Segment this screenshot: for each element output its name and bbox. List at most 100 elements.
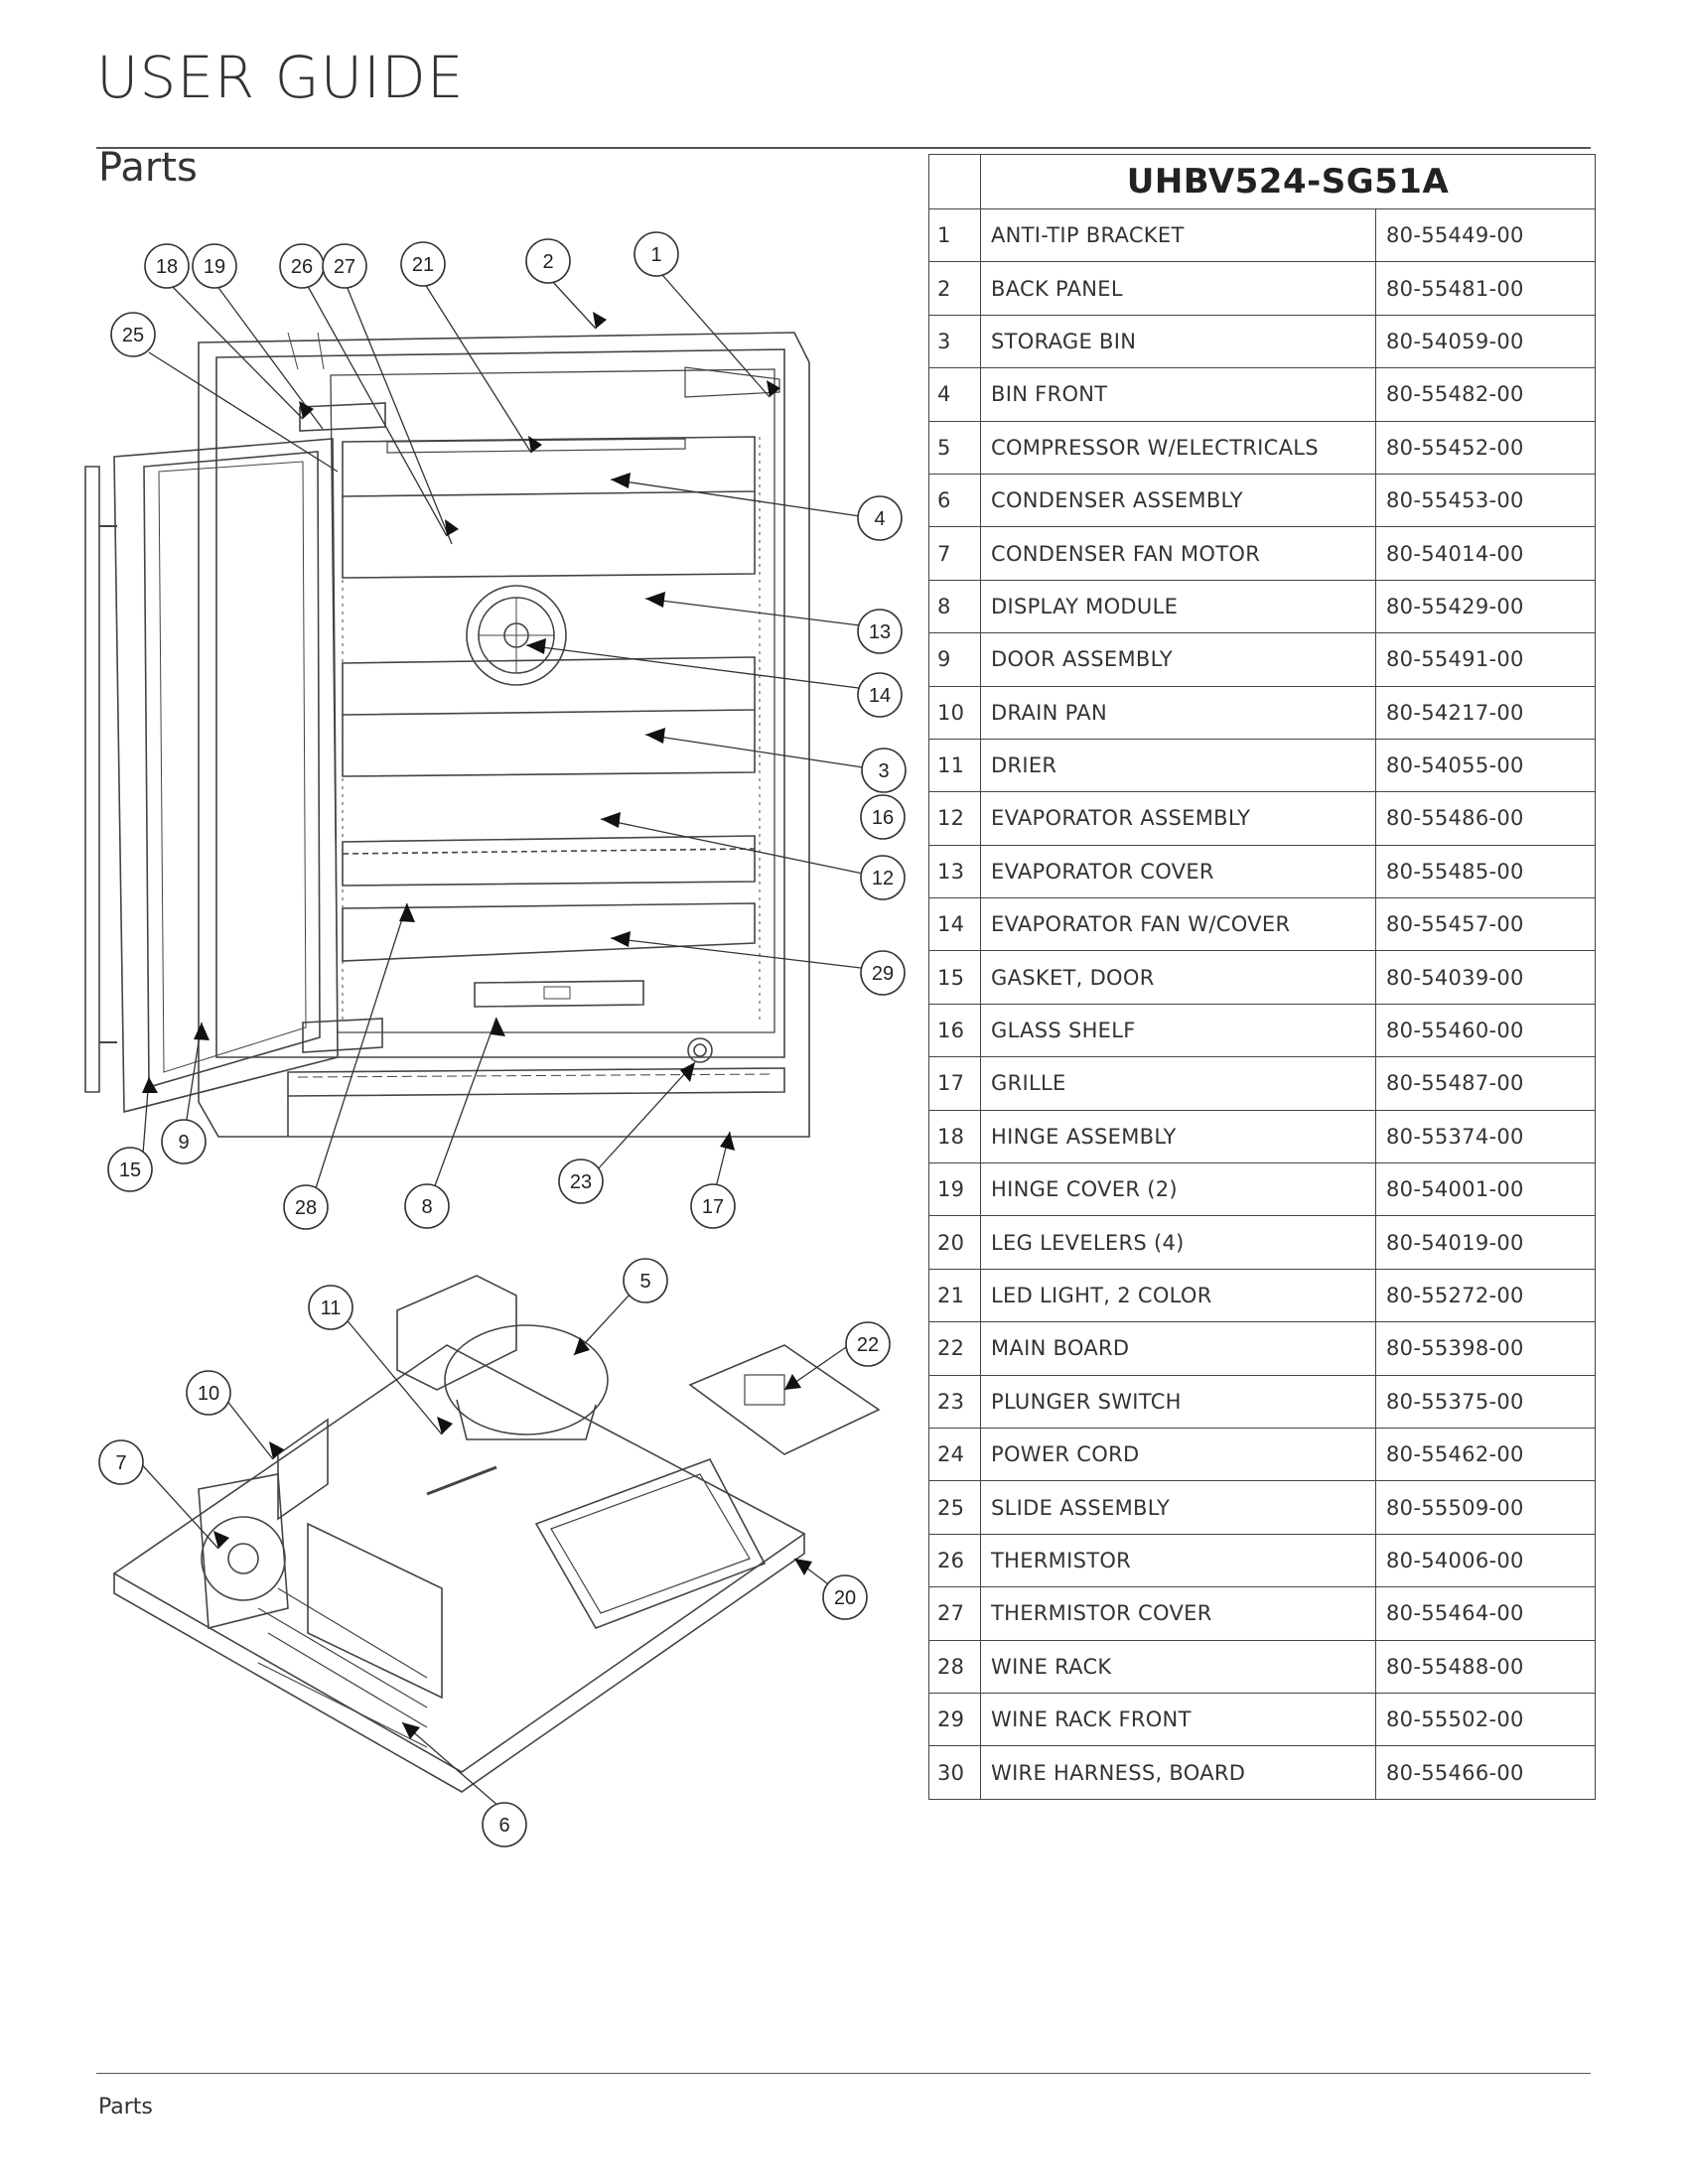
callout-circle [283,1184,329,1230]
part-name: WINE RACK FRONT [980,1692,1376,1747]
part-number-index: 24 [928,1427,981,1482]
part-number: 80-55464-00 [1375,1586,1596,1641]
callout-circle [857,672,903,718]
callout-8: 8 [404,1183,450,1229]
part-name: CONDENSER ASSEMBLY [980,473,1376,528]
callout-circle [404,1183,450,1229]
callout-label: 22 [857,1334,879,1356]
part-name: THERMISTOR [980,1533,1376,1588]
callout-circle [690,1183,736,1229]
callout-3: 3 [861,748,907,793]
part-number: 80-54059-00 [1375,314,1596,369]
callout-13: 13 [857,609,903,654]
part-number: 80-54014-00 [1375,526,1596,581]
part-number: 80-55509-00 [1375,1480,1596,1535]
part-name: MAIN BOARD [980,1321,1376,1376]
part-number-index: 26 [928,1533,981,1588]
part-name: BACK PANEL [980,261,1376,316]
callout-2: 2 [525,238,571,284]
callout-circle [857,495,903,541]
part-name: WIRE HARNESS, BOARD [980,1745,1376,1800]
part-name: DISPLAY MODULE [980,579,1376,634]
callout-circle [633,231,679,277]
callout-label: 17 [702,1196,724,1218]
callout-label: 11 [321,1297,342,1319]
part-number-index: 19 [928,1162,981,1217]
callout-label: 4 [874,508,885,530]
part-name: EVAPORATOR COVER [980,844,1376,899]
callout-circle [110,312,156,357]
table-header-blank [928,154,981,209]
part-number-index: 15 [928,950,981,1005]
part-number: 80-55485-00 [1375,844,1596,899]
callout-circle [623,1258,668,1303]
callout-12: 12 [860,855,906,900]
callout-11: 11 [308,1285,353,1330]
part-number-index: 13 [928,844,981,899]
part-number-index: 2 [928,261,981,316]
callout-circle [861,748,907,793]
part-number: 80-55502-00 [1375,1692,1596,1747]
part-number: 80-54055-00 [1375,738,1596,793]
part-number: 80-55462-00 [1375,1427,1596,1482]
part-number-index: 1 [928,207,981,263]
callout-label: 16 [872,807,894,829]
part-name: LEG LEVELERS (4) [980,1215,1376,1270]
part-number-index: 10 [928,685,981,740]
callout-21: 21 [400,241,446,287]
part-name: PLUNGER SWITCH [980,1374,1376,1429]
part-number-index: 11 [928,738,981,793]
callout-28: 28 [283,1184,329,1230]
part-name: SLIDE ASSEMBLY [980,1480,1376,1535]
callout-circle [860,950,906,996]
callout-10: 10 [186,1370,231,1416]
part-number-index: 14 [928,897,981,952]
part-name: HINGE ASSEMBLY [980,1109,1376,1164]
footer-label: Parts [98,2095,153,2119]
part-name: COMPRESSOR W/ELECTRICALS [980,420,1376,475]
part-number: 80-54217-00 [1375,685,1596,740]
callout-label: 13 [869,621,891,643]
part-number-index: 18 [928,1109,981,1164]
callout-circle [525,238,571,284]
part-number: 80-55272-00 [1375,1268,1596,1323]
callout-label: 19 [204,256,225,278]
part-number-index: 22 [928,1321,981,1376]
callout-27: 27 [322,243,367,289]
callout-label: 14 [869,685,891,707]
part-number-index: 4 [928,367,981,422]
callout-20: 20 [822,1574,868,1620]
part-number: 80-55466-00 [1375,1745,1596,1800]
part-name: DOOR ASSEMBLY [980,632,1376,687]
callout-label: 6 [498,1815,509,1837]
callout-18: 18 [144,243,190,289]
part-number-index: 5 [928,420,981,475]
callout-15: 15 [107,1147,153,1192]
refrigerator-illustration [84,332,810,1138]
callout-circle [400,241,446,287]
footer-rule [96,2073,1591,2074]
base-assembly-illustration [112,1275,881,1793]
callout-label: 21 [412,254,434,276]
callout-4: 4 [857,495,903,541]
callout-23: 23 [558,1159,604,1204]
